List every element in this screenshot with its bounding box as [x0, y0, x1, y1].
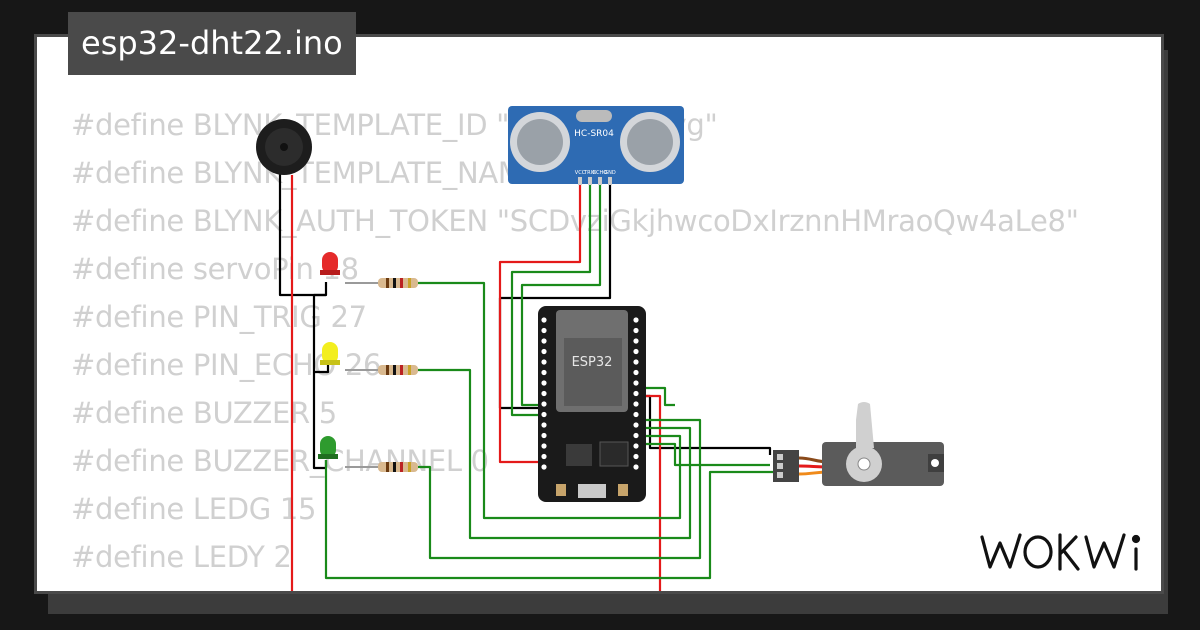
esp32-pin — [541, 327, 547, 334]
ground-wires — [278, 170, 772, 470]
servo-motor — [773, 402, 944, 486]
code-line: #define LEDG 15 — [71, 492, 317, 526]
esp32-pin — [541, 390, 547, 397]
esp32-pin — [541, 338, 547, 344]
esp32-pin — [541, 359, 547, 365]
esp32-pin — [633, 422, 639, 428]
code-line: #define servoPin 18 — [71, 252, 359, 286]
sensor-label: HC-SR04 — [574, 129, 614, 139]
esp32-pin — [633, 317, 639, 323]
wokwi-logo — [980, 533, 1141, 571]
esp32-board: ESP32 — [538, 306, 646, 502]
led-green — [318, 436, 338, 459]
resistor — [345, 278, 418, 288]
code-line: #define PIN_TRIG 27 — [71, 300, 367, 334]
esp32-pin — [633, 401, 639, 407]
esp32-pin — [633, 464, 639, 470]
ultrasonic-sensor: HC-SR04 VCC TRIG ECHO GND — [508, 106, 684, 185]
esp32-pin — [541, 453, 547, 460]
esp32-pin — [541, 348, 547, 355]
esp32-pin — [633, 443, 639, 449]
esp32-pin — [633, 348, 639, 355]
code-line: #define LEDR 4 — [71, 581, 1079, 591]
pin-label: VCC — [575, 170, 586, 176]
esp32-pin — [541, 464, 547, 470]
esp32-pin — [541, 369, 547, 376]
pin-label: GND — [604, 170, 616, 176]
esp32-pin — [541, 401, 547, 407]
buzzer — [256, 119, 312, 175]
signal-wires — [324, 180, 775, 580]
esp32-pin — [633, 380, 639, 386]
pin-label: TRIG — [583, 170, 596, 176]
esp32-pin — [541, 380, 547, 386]
led-yellow — [320, 342, 340, 365]
code-line: #define LEDY 2 — [71, 540, 292, 574]
esp32-pin — [541, 432, 547, 439]
code-line: #define BUZZER_CHANNEL 0 — [71, 444, 489, 478]
esp32-pin — [633, 359, 639, 365]
pin-label: ECHO — [593, 170, 607, 176]
file-name-tab: esp32-dht22.ino — [68, 12, 356, 75]
resistor — [345, 462, 418, 472]
board-label: ESP32 — [572, 355, 613, 370]
esp32-pin-headers — [541, 317, 639, 470]
esp32-pin — [541, 422, 547, 428]
resistor — [345, 365, 418, 375]
esp32-pin — [541, 317, 547, 323]
power-wires — [290, 175, 662, 591]
esp32-pin — [633, 453, 639, 460]
esp32-pin — [541, 411, 547, 418]
esp32-pin — [633, 390, 639, 397]
esp32-pin — [633, 369, 639, 376]
esp32-pin — [541, 443, 547, 449]
esp32-pin — [633, 411, 639, 418]
esp32-pin — [633, 432, 639, 439]
led-red — [320, 252, 340, 275]
esp32-pin — [633, 338, 639, 344]
code-line: #define BLYNK_AUTH_TOKEN "SCDvziGkjhwcoD… — [71, 204, 1079, 238]
esp32-pin — [633, 327, 639, 334]
